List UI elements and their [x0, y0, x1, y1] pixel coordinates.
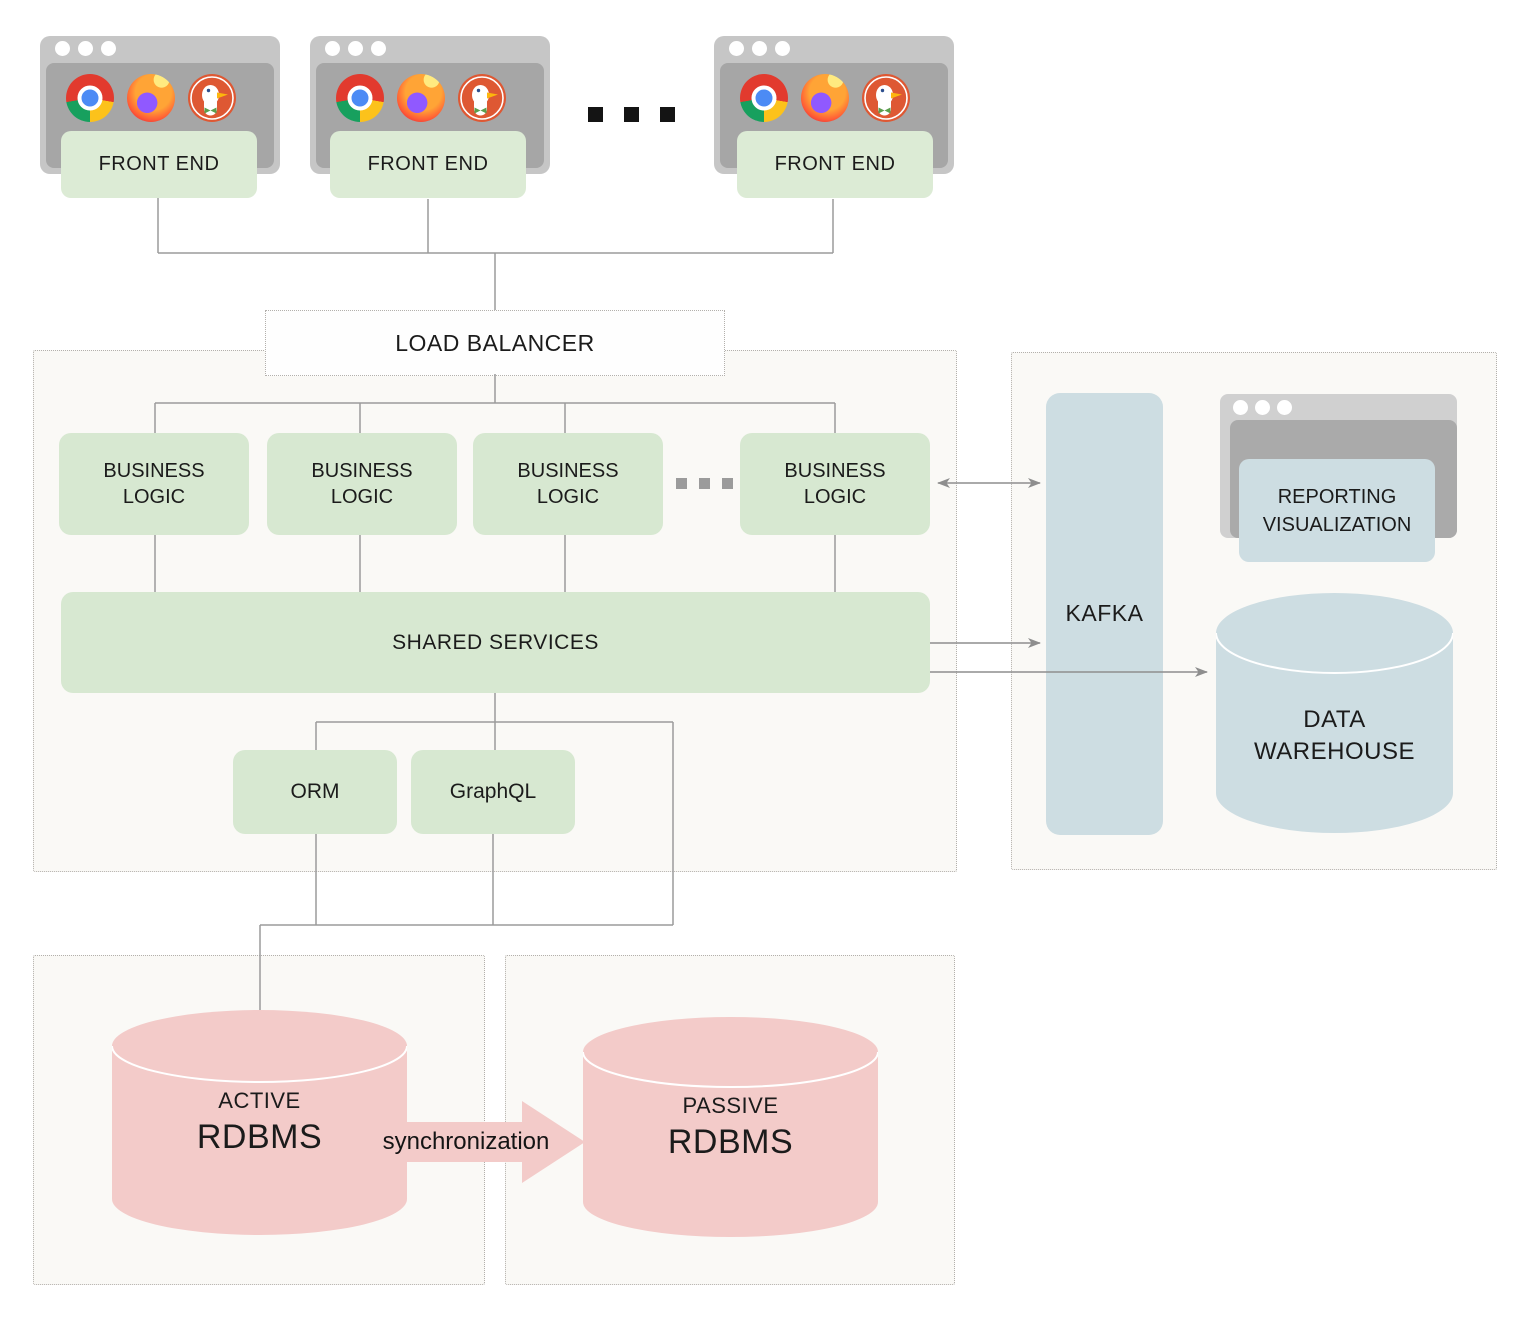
data-warehouse-node: DATA WAREHOUSE — [1216, 593, 1453, 833]
window-dot — [325, 41, 340, 56]
front-end-ellipsis — [588, 107, 675, 122]
window-dot — [1233, 400, 1248, 415]
passive-rdbms-node: PASSIVE RDBMS — [583, 1017, 878, 1237]
window-buttons — [55, 41, 116, 56]
duckduckgo-icon — [862, 74, 910, 122]
shared-services-node: SHARED SERVICES — [61, 592, 930, 693]
window-dot — [775, 41, 790, 56]
firefox-icon — [397, 74, 445, 122]
orm-label: ORM — [290, 780, 340, 804]
window-dot — [101, 41, 116, 56]
orm-node: ORM — [233, 750, 397, 834]
active-rdbms-node: ACTIVE RDBMS — [112, 1010, 407, 1235]
graphql-label: GraphQL — [449, 780, 537, 804]
front-end-node-2: FRONT END — [330, 131, 526, 198]
firefox-icon — [801, 74, 849, 122]
frontend-to-loadbalancer-wires — [157, 198, 834, 310]
business-logic-ellipsis — [676, 478, 733, 489]
window-dot — [752, 41, 767, 56]
duckduckgo-icon — [458, 74, 506, 122]
window-buttons — [729, 41, 790, 56]
front-end-label: FRONT END — [774, 153, 896, 175]
window-dot — [78, 41, 93, 56]
firefox-icon — [127, 74, 175, 122]
load-balancer-node: LOAD BALANCER — [265, 310, 725, 376]
synchronization-label: synchronization — [382, 1128, 550, 1155]
passive-rdbms-label: PASSIVE RDBMS — [667, 1092, 794, 1161]
active-rdbms-label: ACTIVE RDBMS — [196, 1088, 323, 1156]
chrome-icon — [740, 74, 788, 122]
graphql-node: GraphQL — [411, 750, 575, 834]
window-dot — [1255, 400, 1270, 415]
front-end-label: FRONT END — [367, 153, 489, 175]
kafka-node: KAFKA — [1046, 393, 1163, 835]
kafka-label: KAFKA — [1065, 600, 1144, 627]
window-dot — [371, 41, 386, 56]
window-dot — [55, 41, 70, 56]
front-end-node-1: FRONT END — [61, 131, 257, 198]
chrome-icon — [66, 74, 114, 122]
chrome-icon — [336, 74, 384, 122]
front-end-label: FRONT END — [98, 153, 220, 175]
synchronization-arrow — [400, 1101, 585, 1183]
front-end-node-3: FRONT END — [737, 131, 933, 198]
window-buttons — [325, 41, 386, 56]
window-dot — [348, 41, 363, 56]
duckduckgo-icon — [188, 74, 236, 122]
window-dot — [729, 41, 744, 56]
data-warehouse-label: DATA WAREHOUSE — [1254, 705, 1415, 765]
load-balancer-label: LOAD BALANCER — [395, 329, 595, 356]
shared-services-label: SHARED SERVICES — [392, 630, 599, 654]
window-dot — [1277, 400, 1292, 415]
window-buttons — [1233, 400, 1292, 415]
